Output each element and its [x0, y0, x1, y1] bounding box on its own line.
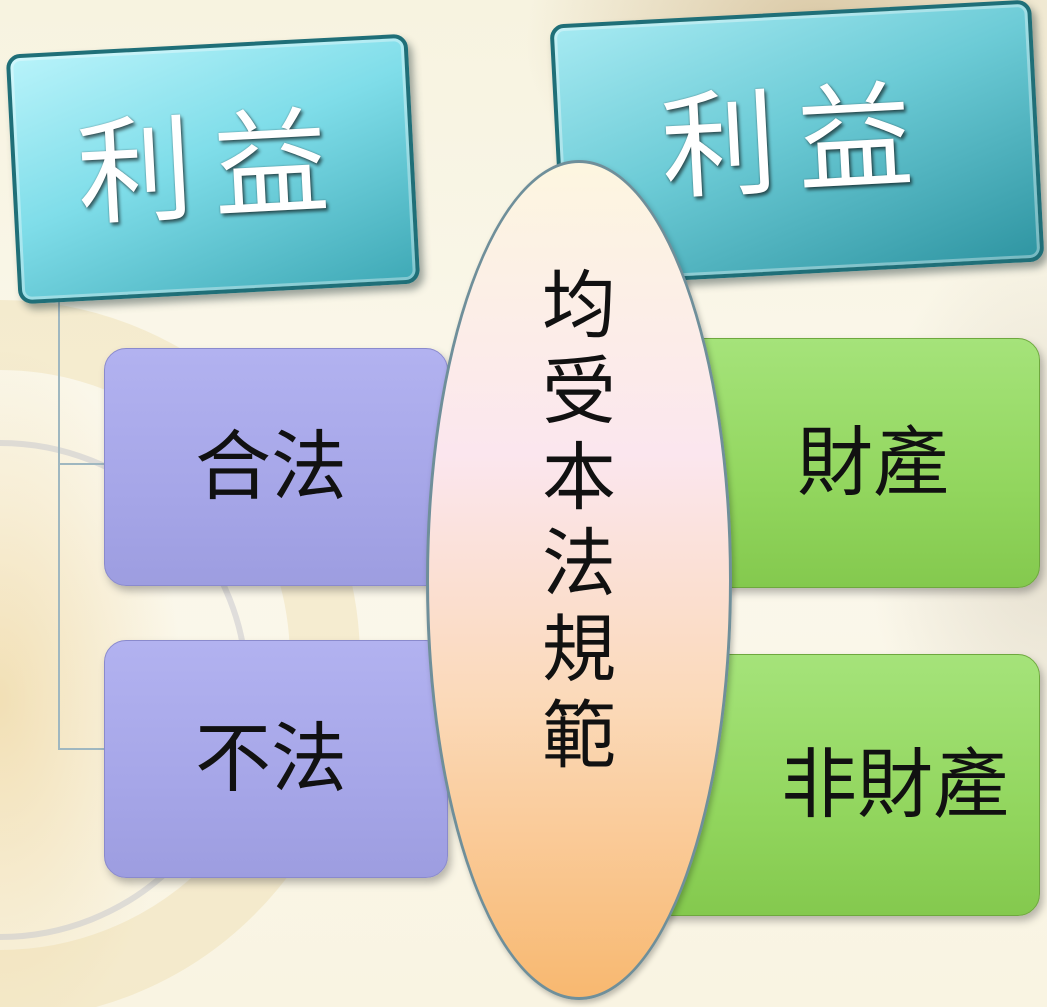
- item-property-label: 財產: [797, 418, 949, 507]
- connector-to-legal: [58, 463, 104, 465]
- center-vertical-text: 均 受 本 法 規 範: [429, 263, 729, 779]
- connector-to-illegal: [58, 748, 104, 750]
- header-left-label: 利益: [73, 93, 353, 244]
- item-nonproperty-label: 非財產: [781, 740, 1009, 829]
- center-char: 範: [542, 693, 616, 779]
- item-illegal-label: 不法: [195, 714, 347, 803]
- center-char: 法: [542, 521, 616, 607]
- item-legal-label: 合法: [195, 422, 347, 511]
- center-char: 受: [542, 349, 616, 435]
- header-right-label: 利益: [657, 67, 937, 218]
- header-box-left: 利益: [5, 33, 421, 305]
- center-char: 本: [542, 435, 616, 521]
- item-box-legal: 合法: [104, 348, 448, 586]
- center-char: 均: [542, 263, 616, 349]
- item-box-illegal: 不法: [104, 640, 448, 878]
- connector-vertical: [58, 290, 60, 750]
- center-ellipse: 均 受 本 法 規 範: [426, 160, 732, 1000]
- center-char: 規: [542, 607, 616, 693]
